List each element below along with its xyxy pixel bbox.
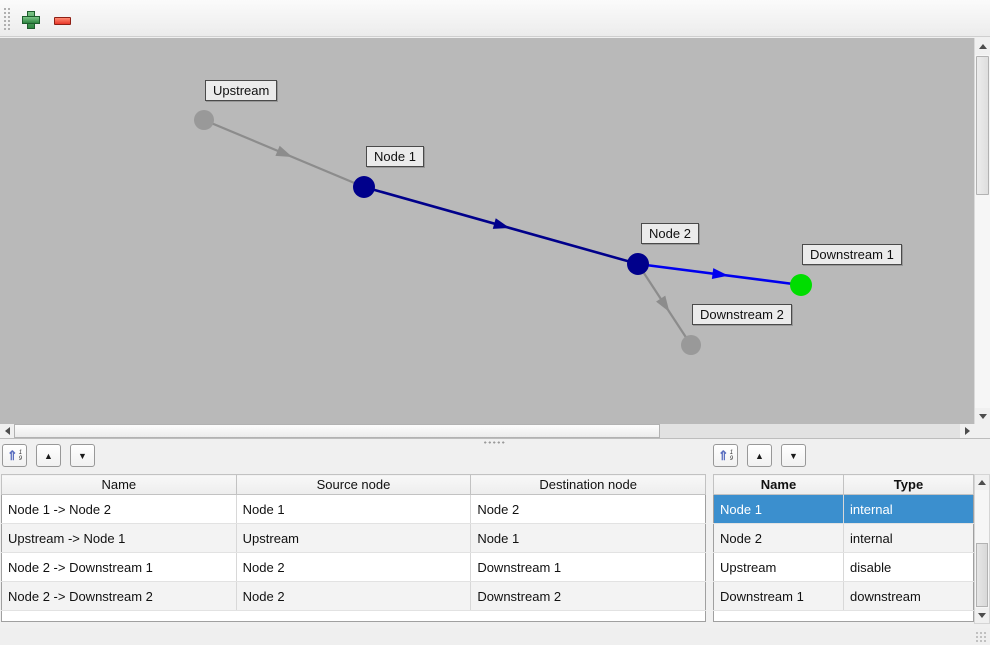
graph-node[interactable] <box>194 110 214 130</box>
status-bar <box>0 628 990 645</box>
move-node-up-button[interactable]: ▲ <box>747 444 772 467</box>
scroll-down-button[interactable] <box>975 408 990 424</box>
arrow-up-icon <box>978 44 987 49</box>
empty-row <box>1 610 706 622</box>
splitter-grip-icon <box>483 441 505 444</box>
main-toolbar <box>0 0 990 37</box>
graph-node-label[interactable]: Node 1 <box>366 146 424 167</box>
nodes-scrollbar-thumb[interactable] <box>976 543 988 607</box>
table-cell: disable <box>843 552 974 582</box>
scroll-up-button[interactable] <box>975 38 990 55</box>
minus-icon <box>53 17 71 25</box>
up-arrow-icon: ▲ <box>44 450 53 461</box>
table-cell: internal <box>843 523 974 553</box>
plus-icon <box>22 11 40 29</box>
arrow-down-icon <box>978 613 986 618</box>
table-cell: internal <box>843 494 974 524</box>
table-cell: Node 2 <box>713 523 844 553</box>
arrow-up-icon <box>978 480 986 485</box>
table-cell: Upstream <box>236 523 472 553</box>
table-cell: Upstream <box>713 552 844 582</box>
table-cell: Node 1 <box>236 494 472 524</box>
canvas-horizontal-scrollbar[interactable] <box>0 424 974 438</box>
add-node-button[interactable] <box>17 6 43 32</box>
table-cell: Upstream -> Node 1 <box>1 523 237 553</box>
table-cell: downstream <box>843 581 974 611</box>
table-cell: Downstream 1 <box>713 581 844 611</box>
scroll-down-button[interactable] <box>975 608 989 623</box>
edge-arrow-icon <box>492 218 510 229</box>
edge-arrow-icon <box>275 145 293 157</box>
graph-node[interactable] <box>790 274 812 296</box>
graph-svg <box>194 110 812 355</box>
nodes-table-scrollbar[interactable] <box>974 474 990 624</box>
table-cell: Downstream 1 <box>470 552 706 582</box>
window-resize-grip[interactable] <box>975 631 987 643</box>
remove-node-button[interactable] <box>49 6 75 32</box>
table-cell: Node 2 <box>470 494 706 524</box>
move-edge-down-button[interactable]: ▼ <box>70 444 95 467</box>
scrollbar-corner <box>974 424 990 438</box>
scroll-right-button[interactable] <box>960 424 974 438</box>
column-header[interactable]: Name <box>1 474 237 495</box>
horizontal-scrollbar-thumb[interactable] <box>14 424 660 438</box>
graph-node[interactable] <box>353 176 375 198</box>
graph-node-label[interactable]: Downstream 1 <box>802 244 902 265</box>
table-cell: Node 2 -> Downstream 1 <box>1 552 237 582</box>
table-cell: Node 2 -> Downstream 2 <box>1 581 237 611</box>
table-cell: Downstream 2 <box>470 581 706 611</box>
arrow-down-icon <box>978 413 987 419</box>
table-cell: Node 1 <box>470 523 706 553</box>
toolbar-grip-handle[interactable] <box>3 7 11 31</box>
arrow-right-icon <box>964 427 970 435</box>
table-cell: Node 2 <box>236 552 472 582</box>
column-header[interactable]: Type <box>843 474 974 495</box>
pane-splitter[interactable] <box>0 438 990 445</box>
move-edge-up-button[interactable]: ▲ <box>36 444 61 467</box>
graph-node-label[interactable]: Downstream 2 <box>692 304 792 325</box>
empty-row <box>713 610 974 622</box>
edge-arrow-icon <box>656 295 670 313</box>
table-cell: Node 1 <box>713 494 844 524</box>
scroll-left-button[interactable] <box>0 424 14 438</box>
graph-node-label[interactable]: Upstream <box>205 80 278 101</box>
down-arrow-icon: ▼ <box>78 450 87 461</box>
graph-node[interactable] <box>681 335 701 355</box>
arrow-left-icon <box>4 427 10 435</box>
up-arrow-icon: ▲ <box>755 450 764 461</box>
down-arrow-icon: ▼ <box>789 450 798 461</box>
edge-arrow-icon <box>711 268 729 280</box>
canvas-vertical-scrollbar[interactable] <box>974 38 990 424</box>
column-header[interactable]: Source node <box>235 474 472 495</box>
column-header[interactable]: Name <box>713 474 844 495</box>
table-cell: Node 1 -> Node 2 <box>1 494 237 524</box>
graph-node-label[interactable]: Node 2 <box>641 223 699 244</box>
table-cell: Node 2 <box>236 581 472 611</box>
scroll-up-button[interactable] <box>975 475 989 490</box>
vertical-scrollbar-thumb[interactable] <box>976 56 989 195</box>
column-header[interactable]: Destination node <box>470 474 706 495</box>
move-node-down-button[interactable]: ▼ <box>781 444 806 467</box>
graph-node[interactable] <box>627 253 649 275</box>
